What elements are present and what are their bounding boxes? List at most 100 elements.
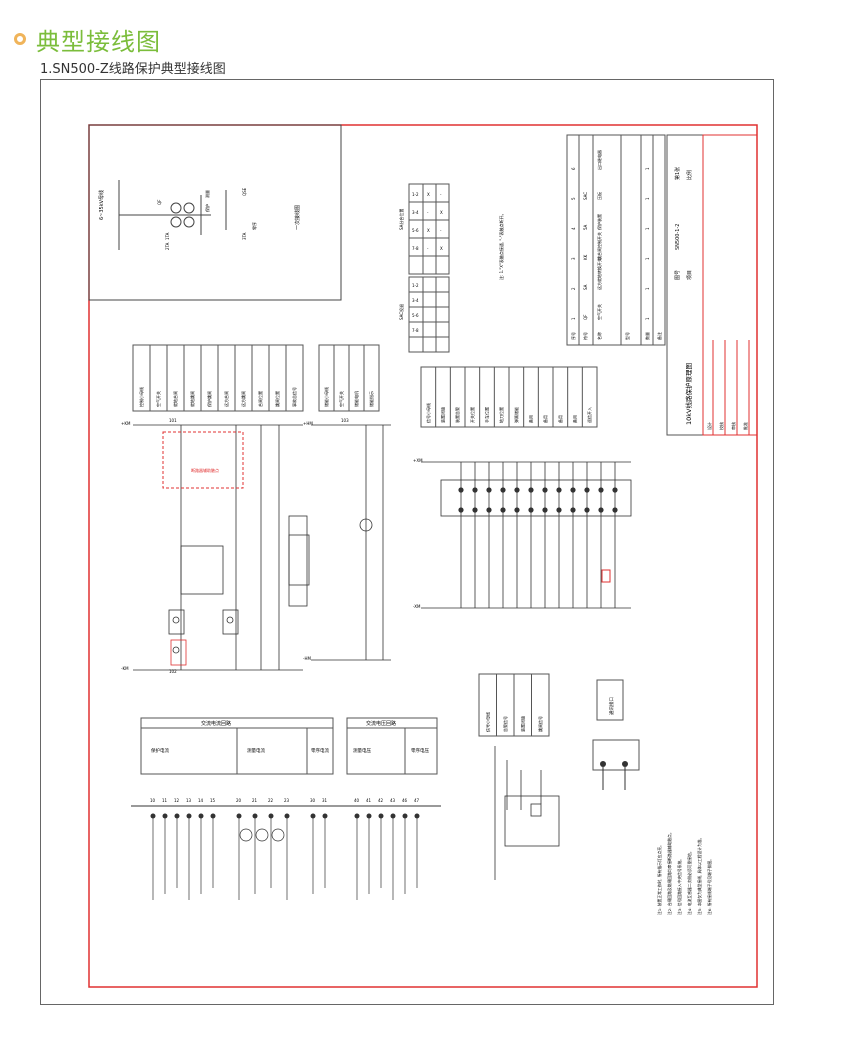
bus-signal-block: 信号小母线告警信号装置闭锁跳闸信号 bbox=[478, 673, 550, 737]
terminal-number: 20 bbox=[236, 798, 242, 803]
ac-voltage-col-2: 零序电压 bbox=[411, 747, 429, 754]
bus-mark: -KM bbox=[121, 666, 129, 671]
primary-label: 2TA bbox=[165, 242, 170, 250]
equip-cell: 2 bbox=[571, 287, 576, 290]
ac-voltage-col-1: 测量电压 bbox=[353, 747, 371, 754]
control-header: 就地合闸 bbox=[172, 391, 178, 407]
meter-icon bbox=[239, 828, 253, 842]
terminal-dot bbox=[186, 813, 192, 819]
signal-fuse bbox=[601, 569, 611, 583]
sign-label: 审核 bbox=[730, 422, 736, 430]
drawing-rev: 图号 bbox=[675, 270, 681, 280]
control-header: 跳闸位置 bbox=[274, 391, 280, 407]
equip-cell: SAC bbox=[583, 192, 588, 200]
drawing-frame bbox=[40, 79, 774, 1005]
terminal-dot bbox=[284, 813, 290, 819]
primary-label: 零序 bbox=[251, 222, 257, 230]
signal-terminal bbox=[458, 507, 464, 513]
primary-label: 测量 bbox=[204, 190, 210, 198]
switch-mark: X bbox=[440, 246, 443, 251]
terminal-number: 40 bbox=[354, 798, 360, 803]
page-header: 典型接线图 bbox=[14, 24, 161, 56]
switch-row-label: 7-8 bbox=[412, 246, 419, 251]
signal-header: 装置告警 bbox=[454, 407, 460, 423]
terminal-number: 12 bbox=[174, 798, 180, 803]
control-header: 事故总信号 bbox=[291, 387, 297, 407]
equip-cell: KK bbox=[583, 254, 588, 260]
title-block: 10kV线路保护原理图 SN500-1-2 图号 第1张 项目 比例 设计校核审… bbox=[666, 134, 758, 436]
signal-terminal bbox=[528, 487, 534, 493]
storage-header: 储能电机 bbox=[353, 391, 359, 407]
terminal-number: 21 bbox=[252, 798, 258, 803]
bus-mark: +HM bbox=[303, 421, 313, 426]
signal-terminal bbox=[570, 507, 576, 513]
terminal-number: 30 bbox=[310, 798, 316, 803]
dashed-label: 断路器辅助触点 bbox=[191, 467, 219, 473]
drawing-no: SN500-1-2 bbox=[675, 224, 681, 250]
comm-label: 通讯接口 bbox=[608, 697, 615, 715]
equip-cell: 远方就地转换开关 bbox=[596, 258, 602, 290]
ac-wiring bbox=[152, 818, 418, 900]
signal-terminal bbox=[514, 487, 520, 493]
bus-mark: -HM bbox=[303, 656, 311, 661]
terminal-dot bbox=[310, 813, 316, 819]
note-line: 注6: 所有接线端子号见端子排图。 bbox=[707, 857, 712, 915]
equip-cell: QF bbox=[583, 314, 588, 320]
signal-terminal bbox=[570, 487, 576, 493]
switch-mark: - bbox=[440, 192, 442, 197]
equip-cell: 保护装置 bbox=[596, 214, 602, 230]
signal-header: 备用 bbox=[542, 415, 548, 423]
signal-terminal bbox=[500, 507, 506, 513]
equip-cell: 出口继电器 bbox=[596, 150, 602, 170]
signal-terminal bbox=[598, 487, 604, 493]
equip-cell: 5 bbox=[571, 197, 576, 200]
switch-left-title: SA分合位置 bbox=[398, 209, 404, 230]
drawing-sheet: 第1张 bbox=[674, 167, 681, 180]
bus-mark: +XM bbox=[413, 458, 423, 463]
terminal-dot bbox=[414, 813, 420, 819]
equip-header: 名称 bbox=[596, 332, 602, 340]
switch-row-label: 3-4 bbox=[412, 210, 419, 215]
sign-label: 设计 bbox=[706, 422, 712, 430]
switch-mark: - bbox=[427, 246, 429, 251]
note-line: 注1: 装置正常工作时, 所有指示灯应点亮。 bbox=[657, 843, 662, 915]
primary-label: 保护 bbox=[204, 204, 210, 212]
signal-terminal bbox=[598, 507, 604, 513]
bus-label: 6~35kV母线 bbox=[98, 190, 105, 220]
equip-cell: 1 bbox=[645, 227, 650, 230]
control-header: 远方合闸 bbox=[223, 391, 229, 407]
drawing-scale: 比例 bbox=[686, 170, 693, 180]
terminal-dot bbox=[252, 813, 258, 819]
terminal-number: 13 bbox=[186, 798, 192, 803]
switch-row-label: 3-4 bbox=[412, 298, 419, 303]
ac-current-title: 交流电流回路 bbox=[201, 720, 231, 727]
terminal-dot bbox=[174, 813, 180, 819]
signal-header: 信号小母线 bbox=[425, 403, 431, 423]
terminal-number: 41 bbox=[366, 798, 372, 803]
control-headers: 控制小母线空气开关就地合闸就地跳闸保护跳闸远方合闸远方跳闸合闸位置跳闸位置事故总… bbox=[132, 344, 304, 412]
drawing-project: 项目 bbox=[687, 270, 693, 280]
meter-icon bbox=[271, 828, 285, 842]
ac-voltage-title: 交流电压回路 bbox=[366, 720, 396, 727]
note-line: 注5: 本图仅为典型接线, 具体以工程设计为准。 bbox=[697, 836, 702, 915]
terminal-number: 23 bbox=[284, 798, 290, 803]
signal-circuit bbox=[421, 461, 632, 609]
sign-label: 批准 bbox=[742, 422, 748, 430]
bus-header: 信号小母线 bbox=[484, 712, 490, 732]
equip-cell: 1 bbox=[645, 257, 650, 260]
note-line: 注3: 信号回路接入中央信号系统。 bbox=[677, 857, 682, 915]
switch-row-label: 1-2 bbox=[412, 192, 419, 197]
terminal-dot bbox=[150, 813, 156, 819]
storage-header: 空气开关 bbox=[338, 391, 344, 407]
switch-mark: X bbox=[440, 210, 443, 215]
terminal-dot bbox=[354, 813, 360, 819]
note-line: 注4: 电流互感器二次侧必须可靠接地。 bbox=[687, 849, 692, 915]
page-subtitle: 1.SN500-Z线路保护典型接线图 bbox=[40, 62, 226, 77]
ac-current-block: 交流电流回路 保护电流 测量电流 零序电流 bbox=[140, 717, 334, 775]
signal-header: 弹簧储能 bbox=[513, 407, 519, 423]
control-circuit bbox=[133, 424, 308, 671]
ac-voltage-block: 交流电压回路 测量电压 零序电压 bbox=[346, 717, 438, 775]
note-line: 注2: 合闸回路及跳闸回路均串接断路器辅助触点。 bbox=[667, 830, 672, 915]
comm-block: 通讯接口 bbox=[592, 679, 640, 790]
signal-terminal bbox=[612, 507, 618, 513]
